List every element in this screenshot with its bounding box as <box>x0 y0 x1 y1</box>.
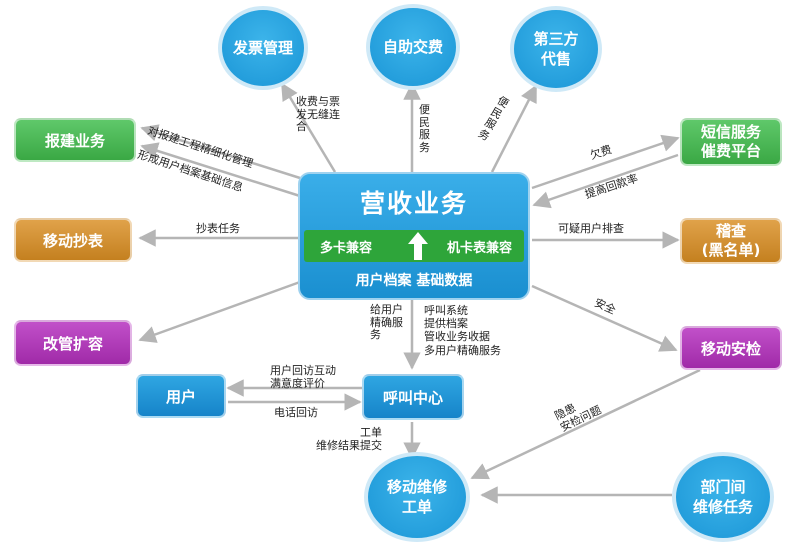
node-invoice-label: 发票管理 <box>232 38 293 57</box>
label-user-call-2: 满意度评价 <box>270 377 325 390</box>
node-call[interactable]: 呼叫中心 <box>362 374 464 420</box>
label-user-call-1: 用户回访互动 <box>270 364 336 377</box>
label-invoice-flow-text: 收费与票 发无缝连 合 <box>296 95 340 134</box>
node-meter-label: 移动抄表 <box>42 231 103 250</box>
label-meter-flow: 抄表任务 <box>196 222 240 235</box>
node-third-party-label: 第三方 代售 <box>533 29 579 68</box>
arrow-from-sms <box>532 153 679 209</box>
arrow-to-expand <box>138 280 301 343</box>
center-compat-band: 多卡兼容 机卡表兼容 <box>304 230 524 262</box>
node-audit[interactable]: 稽查 (黑名单) <box>680 218 782 264</box>
label-meter-flow-text: 抄表任务 <box>196 222 240 235</box>
label-self-pay-flow: 便民服务 <box>419 103 432 155</box>
node-security-label: 移动安检 <box>700 339 761 358</box>
up-arrow-icon <box>408 232 428 260</box>
label-user-call-3-text: 电话回访 <box>274 406 318 419</box>
label-call-left-text: 给用户精确服务 <box>370 303 403 342</box>
label-audit-flow-text: 可疑用户排查 <box>558 222 624 235</box>
center-revenue-business[interactable]: 营收业务 多卡兼容 机卡表兼容 用户档案 基础数据 <box>298 172 530 300</box>
center-band-right: 机卡表兼容 <box>446 241 512 256</box>
arrow-to-third-party <box>490 84 538 173</box>
label-self-pay-flow-text: 便民服务 <box>419 103 430 154</box>
node-self-pay-label: 自助交费 <box>382 37 443 56</box>
node-report[interactable]: 报建业务 <box>14 118 136 162</box>
node-dept[interactable]: 部门间 维修任务 <box>672 452 774 542</box>
center-band-left: 多卡兼容 <box>320 241 373 256</box>
node-sms-label: 短信服务 催费平台 <box>700 122 761 161</box>
label-call-right-text: 呼叫系统 提供档案 管收业务收据 多用户精确服务 <box>424 304 501 357</box>
arrow-to-sms <box>531 134 680 190</box>
node-third-party[interactable]: 第三方 代售 <box>510 6 602 92</box>
node-report-label: 报建业务 <box>44 131 105 150</box>
label-invoice-flow: 收费与票 发无缝连 合 <box>296 95 342 134</box>
node-invoice[interactable]: 发票管理 <box>218 6 308 90</box>
label-audit-flow: 可疑用户排查 <box>558 222 624 235</box>
arrow-to-report-2 <box>140 142 301 198</box>
node-call-label: 呼叫中心 <box>382 388 443 407</box>
center-footer: 用户档案 基础数据 <box>355 273 473 289</box>
node-expand-label: 改管扩容 <box>42 334 103 353</box>
arrow-security-to-repair <box>470 368 701 480</box>
label-user-call-3: 电话回访 <box>274 406 318 419</box>
node-sms[interactable]: 短信服务 催费平台 <box>680 118 782 166</box>
arrow-to-invoice <box>280 82 337 173</box>
arrow-to-report-1 <box>140 124 301 180</box>
label-call-repair-text: 工单 维修结果提交 <box>316 426 382 453</box>
label-call-left: 给用户精确服务 <box>370 303 406 342</box>
label-call-repair: 工单 维修结果提交 <box>316 426 382 452</box>
label-user-call-1-text: 用户回访互动 <box>270 364 336 377</box>
node-audit-label: 稽查 (黑名单) <box>701 222 761 259</box>
label-call-right: 呼叫系统 提供档案 管收业务收据 多用户精确服务 <box>424 304 501 357</box>
arrow-to-security <box>531 284 678 352</box>
node-security[interactable]: 移动安检 <box>680 326 782 370</box>
center-title: 营收业务 <box>359 189 468 218</box>
node-repair[interactable]: 移动维修 工单 <box>364 452 470 542</box>
node-user[interactable]: 用户 <box>136 374 226 418</box>
node-meter[interactable]: 移动抄表 <box>14 218 132 262</box>
node-user-label: 用户 <box>165 387 196 406</box>
node-self-pay[interactable]: 自助交费 <box>366 4 460 90</box>
node-repair-label: 移动维修 工单 <box>386 477 447 516</box>
node-dept-label: 部门间 维修任务 <box>692 477 753 516</box>
label-user-call-2-text: 满意度评价 <box>270 377 325 390</box>
node-expand[interactable]: 改管扩容 <box>14 320 132 366</box>
